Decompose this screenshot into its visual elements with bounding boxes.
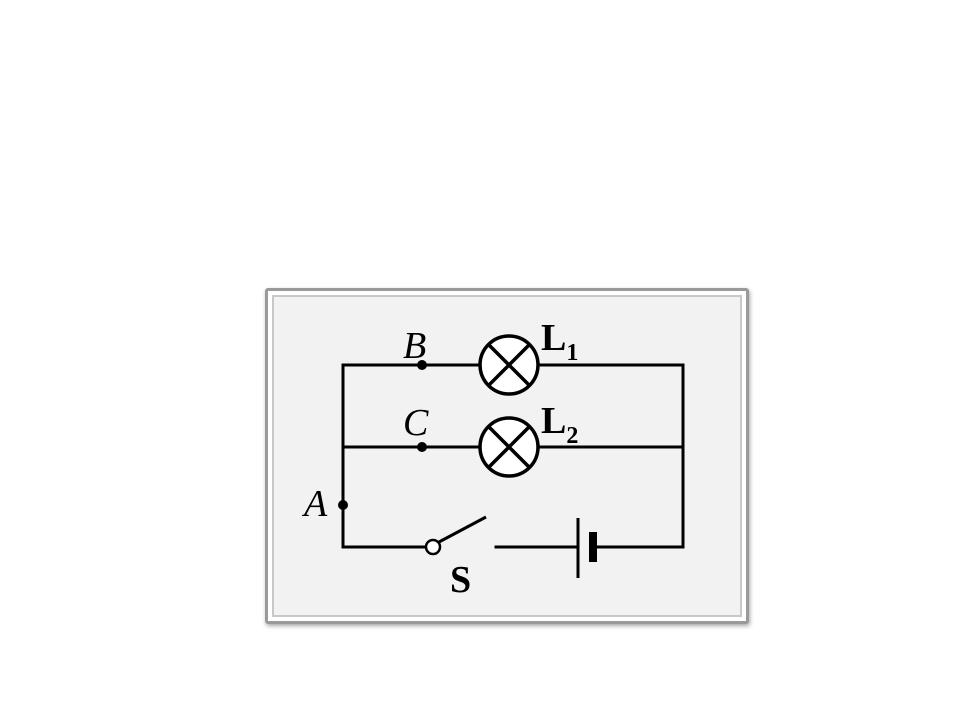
label-lamp-l1-letter: L	[541, 317, 566, 359]
point-a-dot	[338, 500, 348, 510]
label-point-c: C	[403, 402, 429, 444]
label-point-b: B	[403, 325, 426, 367]
label-lamp-l2: L2	[541, 400, 578, 449]
lamp-l1-symbol	[478, 334, 540, 396]
lamp-l2-symbol	[478, 416, 540, 478]
point-b-dot	[417, 360, 427, 370]
label-lamp-l2-subscript: 2	[566, 423, 578, 449]
label-lamp-l2-letter: L	[541, 400, 566, 442]
label-lamp-l1-subscript: 1	[566, 340, 578, 366]
label-switch-s: S	[450, 559, 471, 601]
label-point-a: A	[301, 483, 328, 525]
switch-symbol	[424, 515, 487, 556]
label-lamp-l1: L1	[541, 317, 578, 366]
point-c-dot	[417, 442, 427, 452]
battery-symbol	[576, 518, 597, 578]
